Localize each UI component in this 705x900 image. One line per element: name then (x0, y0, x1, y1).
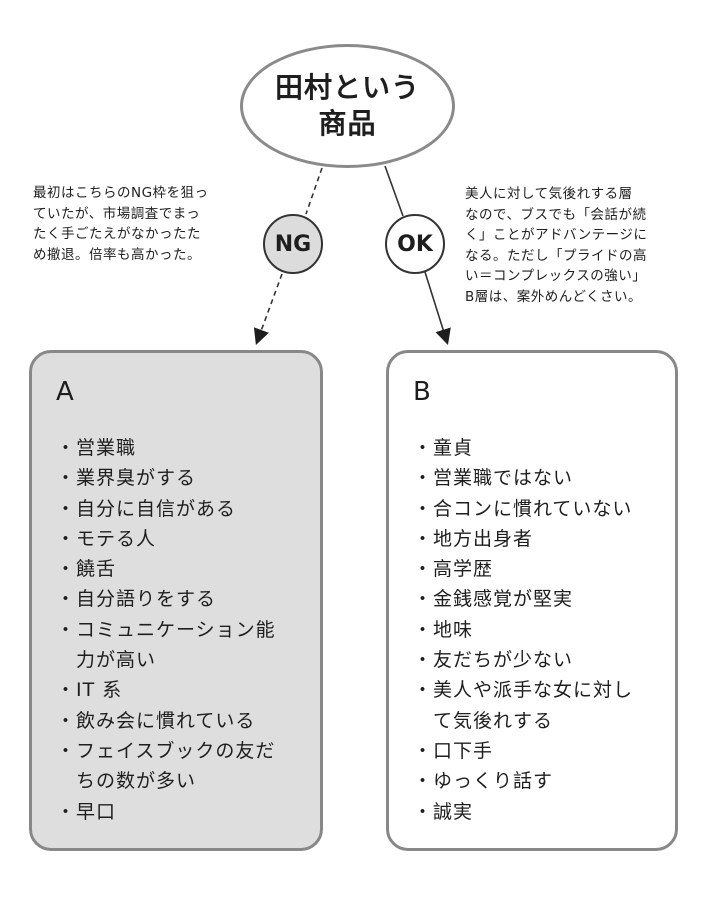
bullet-icon: ・ (56, 437, 77, 459)
bullet-icon: ・ (56, 588, 77, 611)
list-item: ・地味 (413, 615, 633, 645)
bullet-icon: ・ (56, 467, 77, 490)
ok-annotation: 美人に対して気後れする層 なので、ブスでも「会話が続 く」ことがアドバンテージに… (465, 186, 648, 305)
bullet-icon: ・ (56, 709, 77, 732)
ok-line-top (384, 165, 404, 217)
list-item: ・童貞 (413, 433, 633, 463)
group-a-box: A ・営業職 ・業界臭がする ・自分に自信がある ・モテる人 ・饒舌 ・自分語り… (29, 350, 323, 851)
bullet-icon: ・ (413, 618, 434, 641)
list-item: ・口下手 (413, 736, 633, 766)
center-node: 田村という 商品 (240, 44, 455, 168)
list-item: ・誠実 (413, 797, 633, 827)
bullet-icon: ・ (56, 800, 77, 823)
list-item: ・営業職 (56, 433, 276, 463)
bullet-icon: ・ (413, 588, 434, 611)
bullet-icon: ・ (56, 618, 77, 641)
list-item: ・自分に自信がある (56, 494, 276, 524)
group-b-list: ・童貞 ・営業職ではない ・合コンに慣れていない ・地方出身者 ・高学歴 ・金銭… (413, 433, 633, 827)
list-item: ・金銭感覚が堅実 (413, 584, 633, 614)
bullet-icon: ・ (56, 527, 77, 550)
bullet-icon: ・ (413, 467, 434, 490)
list-item: ・早口 (56, 797, 276, 827)
bullet-icon: ・ (413, 679, 434, 702)
list-item: ・飲み会に慣れている (56, 706, 276, 736)
list-item: ・饒舌 (56, 554, 276, 584)
list-item: ・コミュニケーション能 力が高い (56, 615, 276, 676)
list-item: ・営業職ではない (413, 463, 633, 493)
list-item: ・自分語りをする (56, 584, 276, 614)
bullet-icon: ・ (413, 649, 434, 672)
ok-arrow (424, 271, 451, 346)
list-item: ・モテる人 (56, 524, 276, 554)
ng-annotation: 最初はこちらのNG枠を狙っ ていたが、市場調査でまっ たく手ごたえがなかったた … (33, 185, 209, 263)
bullet-icon: ・ (413, 800, 434, 823)
list-item: ・高学歴 (413, 554, 633, 584)
bullet-icon: ・ (56, 679, 77, 702)
list-item: ・業界臭がする (56, 463, 276, 493)
list-item: ・美人や派手な女に対し て気後れする (413, 675, 633, 736)
list-item: ・IT 系 (56, 675, 276, 705)
bullet-icon: ・ (56, 558, 77, 581)
bullet-icon: ・ (413, 558, 434, 581)
ng-badge: NG (263, 214, 323, 274)
group-a-list: ・営業職 ・業界臭がする ・自分に自信がある ・モテる人 ・饒舌 ・自分語りをす… (56, 433, 276, 827)
center-title-line2: 商品 (318, 107, 377, 140)
bullet-icon: ・ (413, 770, 434, 793)
center-title-line1: 田村という (274, 71, 420, 104)
bullet-icon: ・ (413, 437, 434, 459)
bullet-icon: ・ (56, 739, 77, 762)
list-item: ・合コンに慣れていない (413, 494, 633, 524)
list-item: ・地方出身者 (413, 524, 633, 554)
group-a-title: A (56, 377, 74, 407)
bullet-icon: ・ (413, 739, 434, 762)
list-item: ・ゆっくり話す (413, 766, 633, 796)
ok-badge: OK (385, 214, 445, 274)
bullet-icon: ・ (56, 497, 77, 520)
list-item: ・フェイスブックの友だ ちの数が多い (56, 736, 276, 797)
bullet-icon: ・ (413, 497, 434, 520)
group-b-box: B ・童貞 ・営業職ではない ・合コンに慣れていない ・地方出身者 ・高学歴 ・… (386, 350, 678, 851)
ng-arrow (253, 273, 283, 346)
list-item: ・友だちが少ない (413, 645, 633, 675)
ng-line-top (305, 167, 323, 215)
bullet-icon: ・ (413, 527, 434, 550)
group-b-title: B (413, 377, 431, 407)
